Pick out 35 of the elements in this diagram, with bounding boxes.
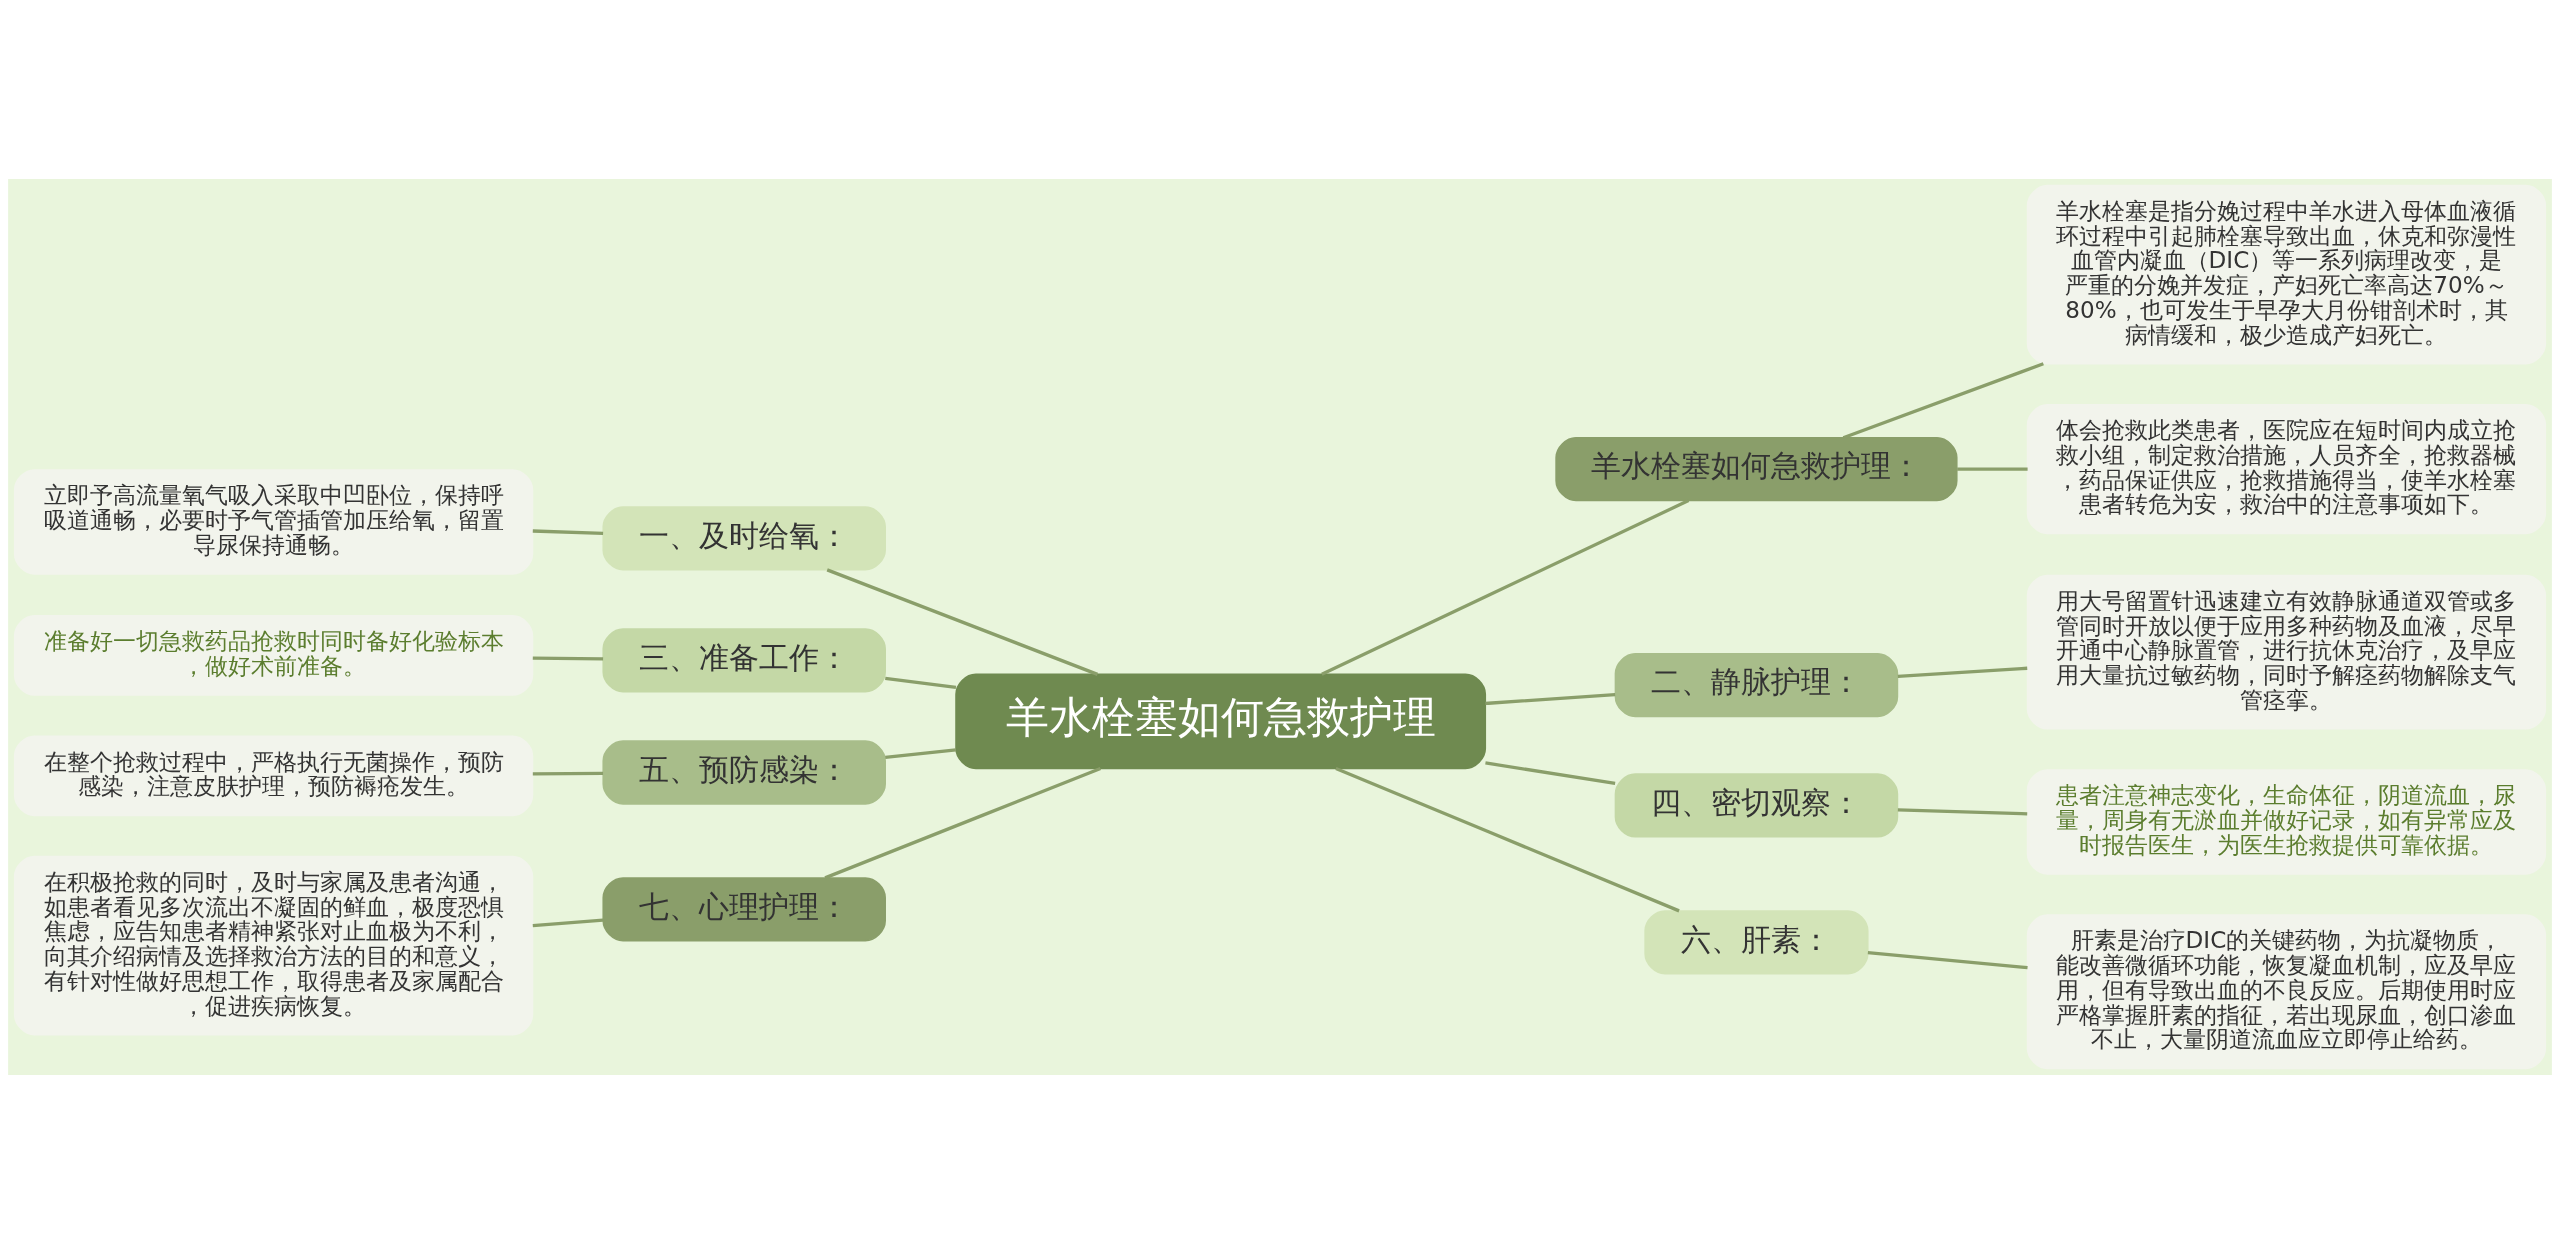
connector [1957,467,2028,471]
node-box: 六、肝素： [1644,909,1869,974]
node-box: 在整个抢救过程中，严格执行无菌操作，预防感染，注意皮肤护理，预防褥疮发生。 [13,734,534,816]
connector [1335,766,1680,912]
connector [1897,666,2028,678]
connector [1321,498,1690,676]
node-box: 羊水栓塞如何急救护理： [1555,436,1958,501]
connector [885,747,957,759]
connector [1867,950,2028,969]
node-box: 七、心理护理： [602,876,886,941]
node-box: 患者注意神志变化，生命体征，阴道流血，尿量，周身有无淤血并做好记录，如有异常应及时报告医生，为医生抢救提供可靠依据。 [2026,768,2547,875]
node-box: 立即予高流量氧气吸入采取中凹卧位，保持呼吸道通畅，必要时予气管插管加压给氧，留置导尿保持通畅。 [13,468,534,575]
node-box: 五、预防感染： [602,739,886,805]
connector [532,918,604,927]
connector [1842,361,2044,439]
node-box: 四、密切观察： [1614,772,1899,838]
node-box: 二、静脉护理： [1614,652,1899,717]
connector [532,528,604,535]
node-box: 羊水栓塞如何急救护理 [955,673,1487,769]
node-box: 肝素是治疗DIC的关键药物，为抗凝物质，能改善微循环功能，恢复凝血机制，应及早应用，但有导致出血的不良反应。后期使用时应严格掌握肝素的指征，若出现尿血，创口渗血不止，大量阴道流血应立即停止给药。 [2026,913,2547,1069]
node-box: 在积极抢救的同时，及时与家属及患者沟通，如患者看见多次流出不凝固的鲜血，极度恐惧焦虑，应告知患者精神紧张对止血极为不利，向其介绍病情及选择救治方法的目的和意义，有针对性做好思想工作，取得患者及家属配合，促进疾病恢复。 [13,855,534,1035]
node-box: 羊水栓塞是指分娩过程中羊水进入母体血液循环过程中引起肺栓塞导致出血，休克和弥漫性血管内凝血（DIC）等一系列病理改变，是严重的分娩并发症，产妇死亡率高达70%～80%，也可发生于早孕大月份钳剖术时，其病情缓和，极少造成产妇死亡。 [2026,184,2547,364]
connector [826,567,1099,676]
connector [1485,760,1616,785]
node-box: 用大号留置针迅速建立有效静脉通道双管或多管同时开放以便于应用多种药物及血液，尽早开通中心静脉置管，进行抗休克治疗，及早应用大量抗过敏药物，同时予解痉药物解除支气管痉挛。 [2026,574,2547,730]
connector [532,656,604,661]
connector [824,766,1102,879]
connector [1897,807,2028,816]
node-box: 三、准备工作： [602,627,886,693]
node-box: 准备好一切急救药品抢救时同时备好化验标本，做好术前准备。 [13,614,534,696]
node-box: 体会抢救此类患者，医院应在短时间内成立抢救小组，制定救治措施，人员齐全，抢救器械，药品保证供应，抢救措施得当，使羊水栓塞患者转危为安，救治中的注意事项如下。 [2026,403,2547,534]
node-box: 一、及时给氧： [602,505,886,571]
connector [885,676,957,689]
connector [532,771,604,776]
connector [1485,692,1616,705]
